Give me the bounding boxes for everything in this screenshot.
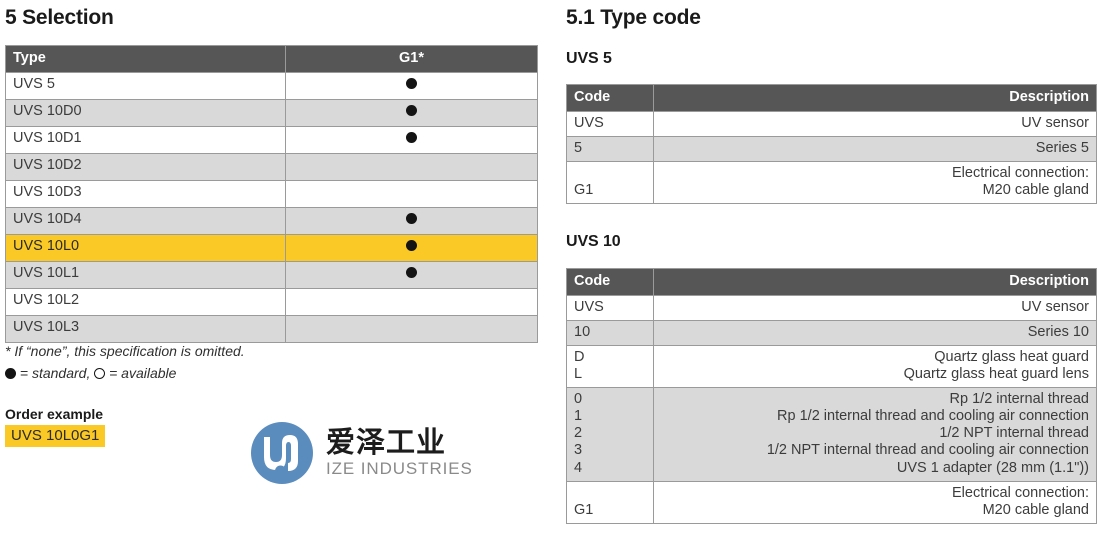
logo-cn-name: 爱泽工业: [326, 424, 447, 459]
logo-en-name: IZE INDUSTRIES: [326, 459, 473, 479]
cell-g1: [285, 206, 538, 235]
filled-dot-icon: [406, 104, 417, 116]
column-header-type: Type: [5, 45, 286, 73]
table-row: UVS 10L1: [5, 260, 538, 289]
table-row: UVS 10D0: [5, 98, 538, 127]
cell-code: G1: [566, 160, 654, 205]
filled-dot-icon: [406, 212, 417, 224]
cell-type: UVS 10D3: [5, 179, 286, 208]
column-header-description: Description: [653, 268, 1097, 296]
cell-code: G1: [566, 480, 654, 524]
filled-dot-icon: [406, 77, 417, 89]
cell-code: UVS: [566, 110, 654, 137]
cell-g1: [285, 98, 538, 127]
uvs5-header-row: Code Description: [566, 84, 1097, 112]
order-example-value: UVS 10L0G1: [5, 425, 106, 447]
filled-dot-icon: [406, 239, 417, 251]
table-row: UVS 10D2: [5, 152, 538, 181]
cell-code: D L: [566, 344, 654, 389]
open-dot-icon: [94, 368, 106, 380]
cell-g1: [285, 152, 538, 181]
cell-type: UVS 10D2: [5, 152, 286, 181]
cell-g1: [285, 314, 538, 343]
cell-g1: [285, 179, 538, 208]
cell-description: Rp 1/2 internal thread Rp 1/2 internal t…: [653, 387, 1097, 482]
cell-g1: [285, 260, 538, 289]
cell-type: UVS 10D4: [5, 206, 286, 235]
type-code-title: 5.1 Type code: [566, 6, 701, 29]
cell-g1: [285, 287, 538, 316]
company-logo: 爱泽工业 IZE INDUSTRIES: [250, 421, 473, 485]
cell-type: UVS 10L1: [5, 260, 286, 289]
footnote-legend: = standard, = available: [5, 363, 245, 385]
column-header-description: Description: [653, 84, 1097, 112]
footnotes: * If “none”, this specification is omitt…: [5, 341, 245, 384]
column-header-g1: G1*: [285, 45, 538, 73]
cell-description: Series 5: [653, 135, 1097, 162]
table-row: UVS 10L0: [5, 233, 538, 262]
filled-dot-icon: [406, 131, 417, 143]
cell-type: UVS 10L0: [5, 233, 286, 262]
legend-standard-label: = standard,: [19, 364, 91, 381]
table-row: UVS 10D1: [5, 125, 538, 154]
ize-logo-mark-icon: [251, 422, 313, 484]
filled-dot-icon: [5, 368, 16, 380]
order-example-title: Order example: [5, 406, 104, 422]
cell-type: UVS 5: [5, 71, 286, 100]
cell-description: Electrical connection: M20 cable gland: [653, 480, 1097, 524]
table-row: UVS 10L2: [5, 287, 538, 316]
cell-type: UVS 10D0: [5, 98, 286, 127]
cell-type: UVS 10D1: [5, 125, 286, 154]
filled-dot-icon: [406, 266, 417, 278]
cell-description: UV sensor: [653, 294, 1097, 321]
selection-table-header-row: Type G1*: [5, 45, 538, 73]
cell-code: UVS: [566, 294, 654, 321]
legend-available-label: = available: [109, 364, 177, 381]
cell-type: UVS 10L3: [5, 314, 286, 343]
page-title: 5 Selection: [5, 6, 114, 29]
cell-g1: [285, 71, 538, 100]
table-row: UVS 10L3: [5, 314, 538, 343]
table-row: UVS 10D3: [5, 179, 538, 208]
logo-wordmark: 爱泽工业 IZE INDUSTRIES: [326, 424, 473, 480]
column-header-code: Code: [566, 84, 654, 112]
table-row: UVS 10D4: [5, 206, 538, 235]
uvs5-subtitle: UVS 5: [566, 50, 612, 67]
cell-g1: [285, 125, 538, 154]
cell-code: 5: [566, 135, 654, 162]
cell-description: UV sensor: [653, 110, 1097, 137]
uvs10-subtitle: UVS 10: [566, 233, 621, 250]
table-row: UVS 5: [5, 71, 538, 100]
cell-type: UVS 10L2: [5, 287, 286, 316]
cell-description: Series 10: [653, 319, 1097, 346]
cell-code: 0 1 2 3 4: [566, 387, 654, 482]
cell-code: 10: [566, 319, 654, 346]
footnote-asterisk: * If “none”, this specification is omitt…: [5, 343, 245, 359]
cell-g1: [285, 233, 538, 262]
column-header-code: Code: [566, 268, 654, 296]
order-example: Order example UVS 10L0G1: [5, 406, 106, 447]
cell-description: Electrical connection: M20 cable gland: [653, 160, 1097, 205]
uvs10-header-row: Code Description: [566, 268, 1097, 296]
cell-description: Quartz glass heat guard Quartz glass hea…: [653, 344, 1097, 389]
